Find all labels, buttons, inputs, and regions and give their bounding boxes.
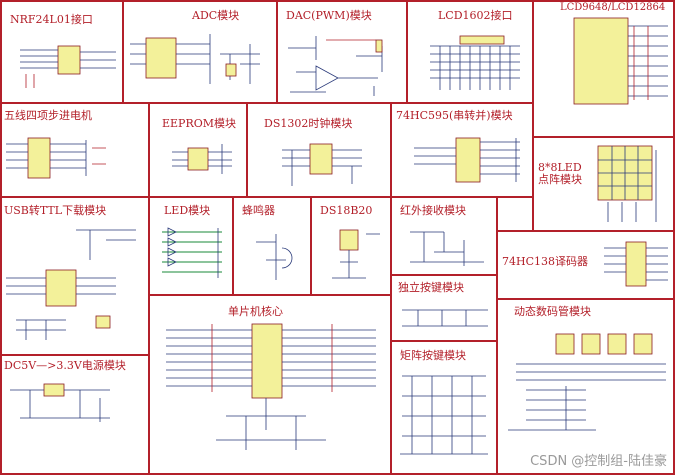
title-7seg: 动态数码管模块 [514,305,591,318]
dac-schematic [288,36,383,96]
lcd12864-schematic [573,17,668,105]
hc595-schematic [414,137,520,183]
ir-schematic [410,231,484,266]
ds18b20-schematic [332,229,380,279]
mcu-core-schematic [166,323,376,450]
ds1302-schematic [282,143,362,186]
title-lcd1602: LCD1602接口 [438,9,513,22]
nrf-schematic [20,45,116,88]
module-stepper [0,102,150,198]
title-buzzer: 蜂鸣器 [242,204,275,217]
module-matrix-keys [390,340,498,475]
title-led: LED模块 [164,204,211,217]
adc-schematic [130,34,260,84]
eeprom-schematic [172,144,232,174]
title-stepper: 五线四项步进电机 [4,109,92,122]
module-7seg [496,298,675,475]
title-power: DC5V—>3.3V电源模块 [4,359,126,372]
usb-ttl-schematic [6,229,136,340]
module-led [148,196,234,296]
module-keys [390,274,498,342]
title-led-matrix: 8*8LED 点阵模块 [538,161,582,186]
title-74hc595: 74HC595(串转并)模块 [396,109,513,122]
title-ds18b20: DS18B20 [320,204,373,217]
module-buzzer [232,196,312,296]
lcd1602-schematic [430,35,520,90]
title-dac: DAC(PWM)模块 [286,9,372,22]
title-mcu-core: 单片机核心 [228,305,283,318]
led-matrix-schematic [597,145,657,222]
title-keys: 独立按键模块 [398,281,464,294]
title-eeprom: EEPROM模块 [162,117,237,130]
matrix-keys-schematic [400,375,488,455]
module-power [0,354,150,475]
title-lcd12864: LCD9648/LCD12864 [560,2,666,13]
title-usb-ttl: USB转TTL下载模块 [4,204,107,217]
buzzer-schematic [256,234,293,280]
stepper-schematic [6,137,106,179]
title-adc: ADC模块 [192,9,240,22]
title-nrf24l01: NRF24L01接口 [10,13,93,26]
seg-schematic [508,333,666,431]
hc138-schematic [604,241,668,287]
module-ds1302 [246,102,392,198]
title-ds1302: DS1302时钟模块 [264,117,353,130]
power-schematic [10,383,110,422]
title-matrix-keys: 矩阵按键模块 [400,349,466,362]
keys-schematic [402,309,488,327]
title-74hc138: 74HC138译码器 [502,255,589,268]
watermark: CSDN @控制组-陆佳豪 [530,454,667,469]
title-ir: 红外接收模块 [400,204,466,217]
led-schematic [162,227,222,278]
